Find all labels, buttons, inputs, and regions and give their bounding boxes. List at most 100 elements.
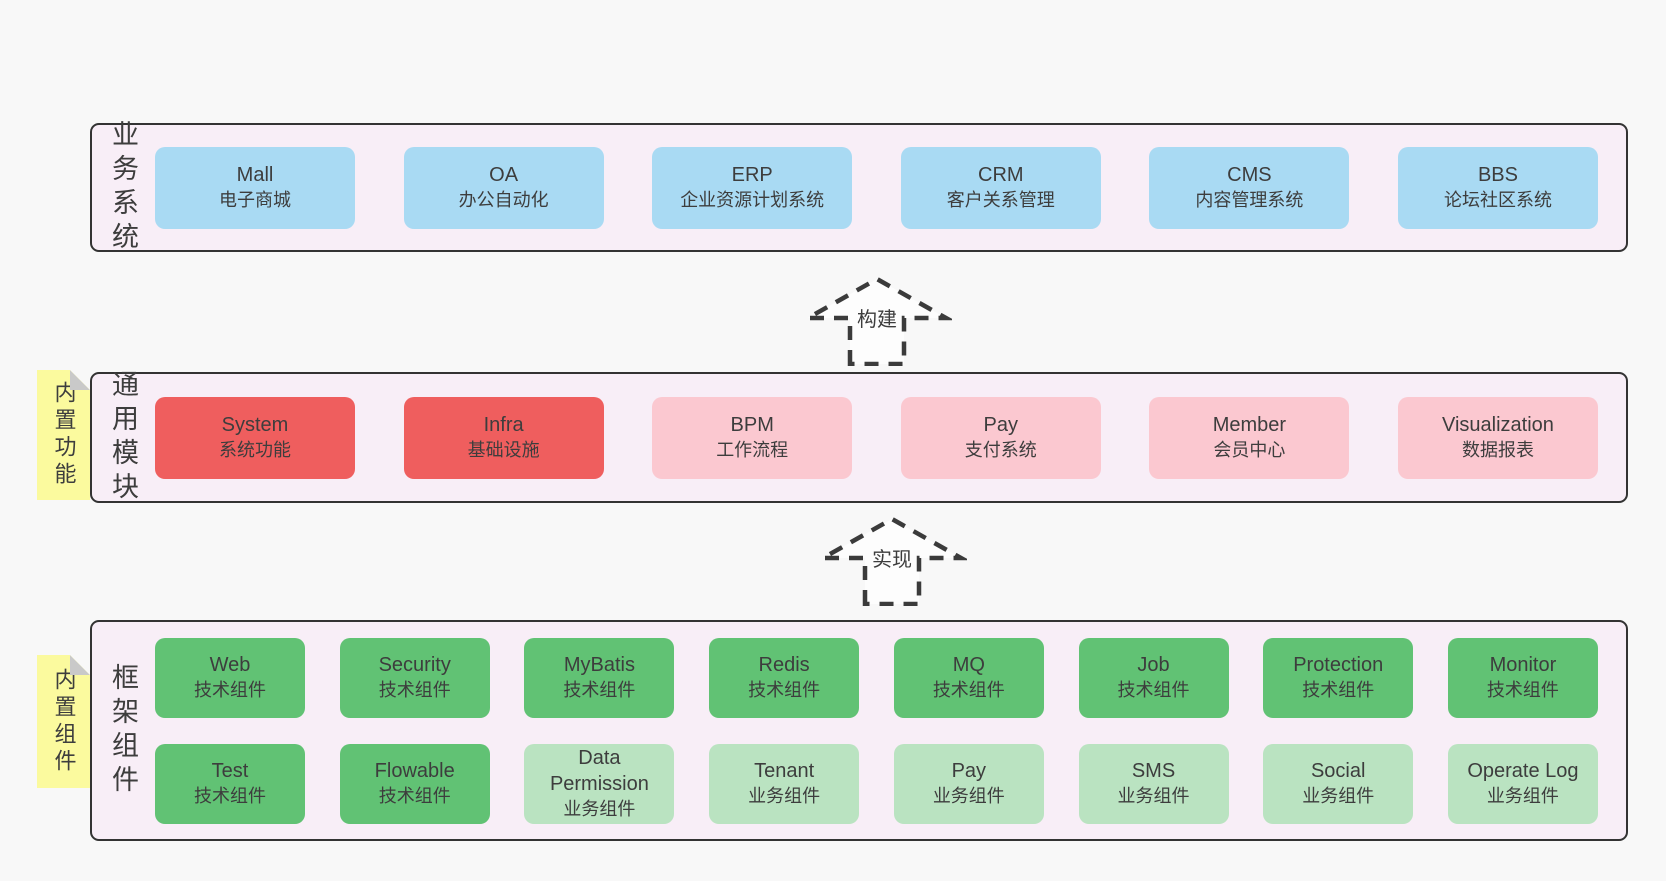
box-subtitle: 业务组件 — [932, 786, 1005, 807]
box-subtitle: 业务组件 — [1117, 786, 1190, 807]
box-mall: Mall 电子商城 — [155, 146, 355, 229]
arrow-build: 构建 — [802, 274, 952, 366]
panel-components-label-text: 框架组件 — [108, 662, 138, 799]
box-infra: Infra 基础设施 — [403, 396, 604, 479]
arrow-build-label: 构建 — [854, 302, 900, 333]
box-title: Test — [211, 760, 249, 783]
box-subtitle: 系统功能 — [219, 440, 291, 461]
box-cms: CMS 内容管理系统 — [1149, 146, 1350, 229]
box-social: Social 业务组件 — [1263, 743, 1414, 824]
box-subtitle: 会员中心 — [1213, 440, 1286, 461]
arrow-implement-label: 实现 — [869, 542, 915, 573]
box-title: System — [221, 414, 289, 437]
box-subtitle: 技术组件 — [1117, 680, 1190, 701]
box-subtitle: 技术组件 — [378, 680, 451, 701]
box-title: Tenant — [754, 760, 815, 783]
box-security: Security 技术组件 — [339, 637, 490, 718]
sticky-tab-builtin-components: 内置组件 — [37, 655, 90, 788]
panel-business-systems: 业务系统 Mall 电子商城 OA 办公自动化 ERP 企业资源计划系统 CRM 客户关系管理… — [90, 120, 1628, 256]
box-subtitle: 业务组件 — [1486, 786, 1559, 807]
box-tenant: Tenant 业务组件 — [709, 743, 860, 824]
box-title: BPM — [730, 414, 774, 437]
box-redis: Redis 技术组件 — [709, 637, 860, 718]
box-subtitle: 技术组件 — [194, 680, 266, 701]
box-pay: Pay 业务组件 — [893, 743, 1044, 824]
box-subtitle: 电子商城 — [219, 190, 291, 211]
box-subtitle: 支付系统 — [964, 440, 1037, 461]
box-subtitle: 论坛社区系统 — [1443, 190, 1552, 211]
box-job: Job 技术组件 — [1078, 637, 1229, 718]
box-subtitle: 技术组件 — [748, 680, 821, 701]
panel-components-label: 框架组件 — [92, 622, 155, 839]
box-subtitle: 技术组件 — [378, 786, 451, 807]
panel-modules-label-text: 通用模块 — [108, 369, 138, 506]
box-title: Job — [1137, 654, 1170, 677]
box-subtitle: 内容管理系统 — [1195, 190, 1304, 211]
folded-corner-icon — [70, 655, 90, 675]
box-system: System 系统功能 — [155, 396, 355, 479]
box-title: Member — [1212, 414, 1287, 437]
sticky-tab-builtin-features: 内置功能 — [37, 370, 90, 500]
box-subtitle: 数据报表 — [1461, 440, 1534, 461]
box-title: CMS — [1227, 164, 1272, 187]
box-title: CRM — [978, 164, 1024, 187]
box-title: MyBatis — [563, 654, 635, 677]
box-title: Social — [1310, 760, 1366, 783]
box-title: Infra — [483, 414, 524, 437]
box-erp: ERP 企业资源计划系统 — [652, 146, 853, 229]
box-title: Protection — [1293, 654, 1384, 677]
panel-business-label: 业务系统 — [92, 120, 155, 256]
box-title: BBS — [1477, 164, 1518, 187]
box-member: Member 会员中心 — [1149, 396, 1350, 479]
panel-modules-label: 通用模块 — [92, 370, 155, 506]
box-subtitle: 技术组件 — [1302, 680, 1375, 701]
box-web: Web 技术组件 — [155, 637, 305, 718]
box-subtitle: 业务组件 — [748, 786, 821, 807]
box-subtitle: 技术组件 — [932, 680, 1005, 701]
box-pay: Pay 支付系统 — [900, 396, 1101, 479]
box-subtitle: 办公自动化 — [458, 190, 549, 211]
panel-business-label-text: 业务系统 — [108, 119, 138, 256]
box-title: Redis — [758, 654, 810, 677]
box-title: SMS — [1131, 760, 1176, 783]
box-title: Security — [378, 654, 451, 677]
box-subtitle: 客户关系管理 — [946, 190, 1055, 211]
box-title: Monitor — [1489, 654, 1557, 677]
arrow-implement: 实现 — [817, 514, 967, 606]
box-title: Mall — [236, 164, 274, 187]
box-row: Mall 电子商城 OA 办公自动化 ERP 企业资源计划系统 CRM 客户关系管理 CMS 内容… — [155, 146, 1598, 229]
box-title: Pay — [983, 414, 1019, 437]
box-protection: Protection 技术组件 — [1263, 637, 1414, 718]
box-title: OA — [489, 164, 519, 187]
box-title: Web — [209, 654, 251, 677]
box-title: ERP — [731, 164, 773, 187]
box-bbs: BBS 论坛社区系统 — [1397, 146, 1598, 229]
box-title: Pay — [951, 760, 987, 783]
box-title: Data Permission — [549, 747, 649, 796]
sticky-tab-builtin-features-label: 内置功能 — [51, 381, 77, 489]
box-title: Flowable — [374, 760, 455, 783]
box-sms: SMS 业务组件 — [1078, 743, 1229, 824]
box-crm: CRM 客户关系管理 — [900, 146, 1101, 229]
box-subtitle: 业务组件 — [1302, 786, 1375, 807]
box-subtitle: 业务组件 — [563, 799, 636, 820]
box-subtitle: 企业资源计划系统 — [680, 190, 825, 211]
folded-corner-icon — [70, 370, 90, 390]
sticky-tab-builtin-components-label: 内置组件 — [51, 667, 77, 776]
box-subtitle: 基础设施 — [467, 440, 540, 461]
